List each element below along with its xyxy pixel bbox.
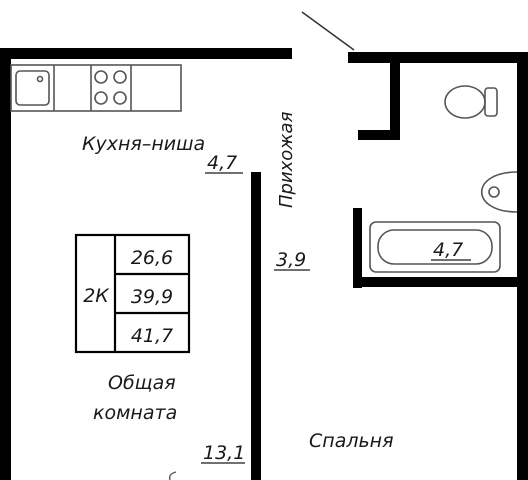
apartment-type-label: 2К [83,285,110,307]
bathroom-partition-lower-vertical [353,208,362,288]
left-outer-wall [0,48,11,480]
bedroom-room-name: Спальня [309,430,394,452]
kitchen-counter [10,64,182,112]
hallway-room-name: Прихожая [276,111,297,208]
kitchen-area-value: 4,7 [207,152,237,174]
toilet-icon [444,85,498,119]
bathroom-partition-upper-horizontal [358,130,400,140]
bathroom-bottom-wall [353,277,528,287]
right-outer-wall [517,52,528,480]
summary-table [74,233,191,354]
living-room-area-value: 13,1 [203,442,245,464]
bathtub-icon [369,221,501,273]
partition-living-hallway [251,172,261,480]
total-area-value: 39,9 [131,286,173,308]
stove-icon [94,70,127,105]
door-arc-mark [168,471,177,480]
living-area-value: 26,6 [131,247,173,269]
walls [0,48,528,480]
entrance-door-line [301,11,355,51]
kitchen-room-name: Кухня–ниша [82,133,205,155]
living-room-name-line1: Общая [108,372,176,394]
total-area-with-balcony-value: 41,7 [131,325,173,347]
sink-icon [15,70,50,106]
living-room-name-line2: комната [93,402,177,424]
bathroom-area-value: 4,7 [433,239,463,261]
bathroom-partition-upper-vertical [390,52,400,140]
hallway-area-value: 3,9 [276,249,306,271]
top-wall-kitchen [0,48,292,59]
top-wall-bathroom [348,52,528,63]
washbasin-icon [480,171,518,213]
